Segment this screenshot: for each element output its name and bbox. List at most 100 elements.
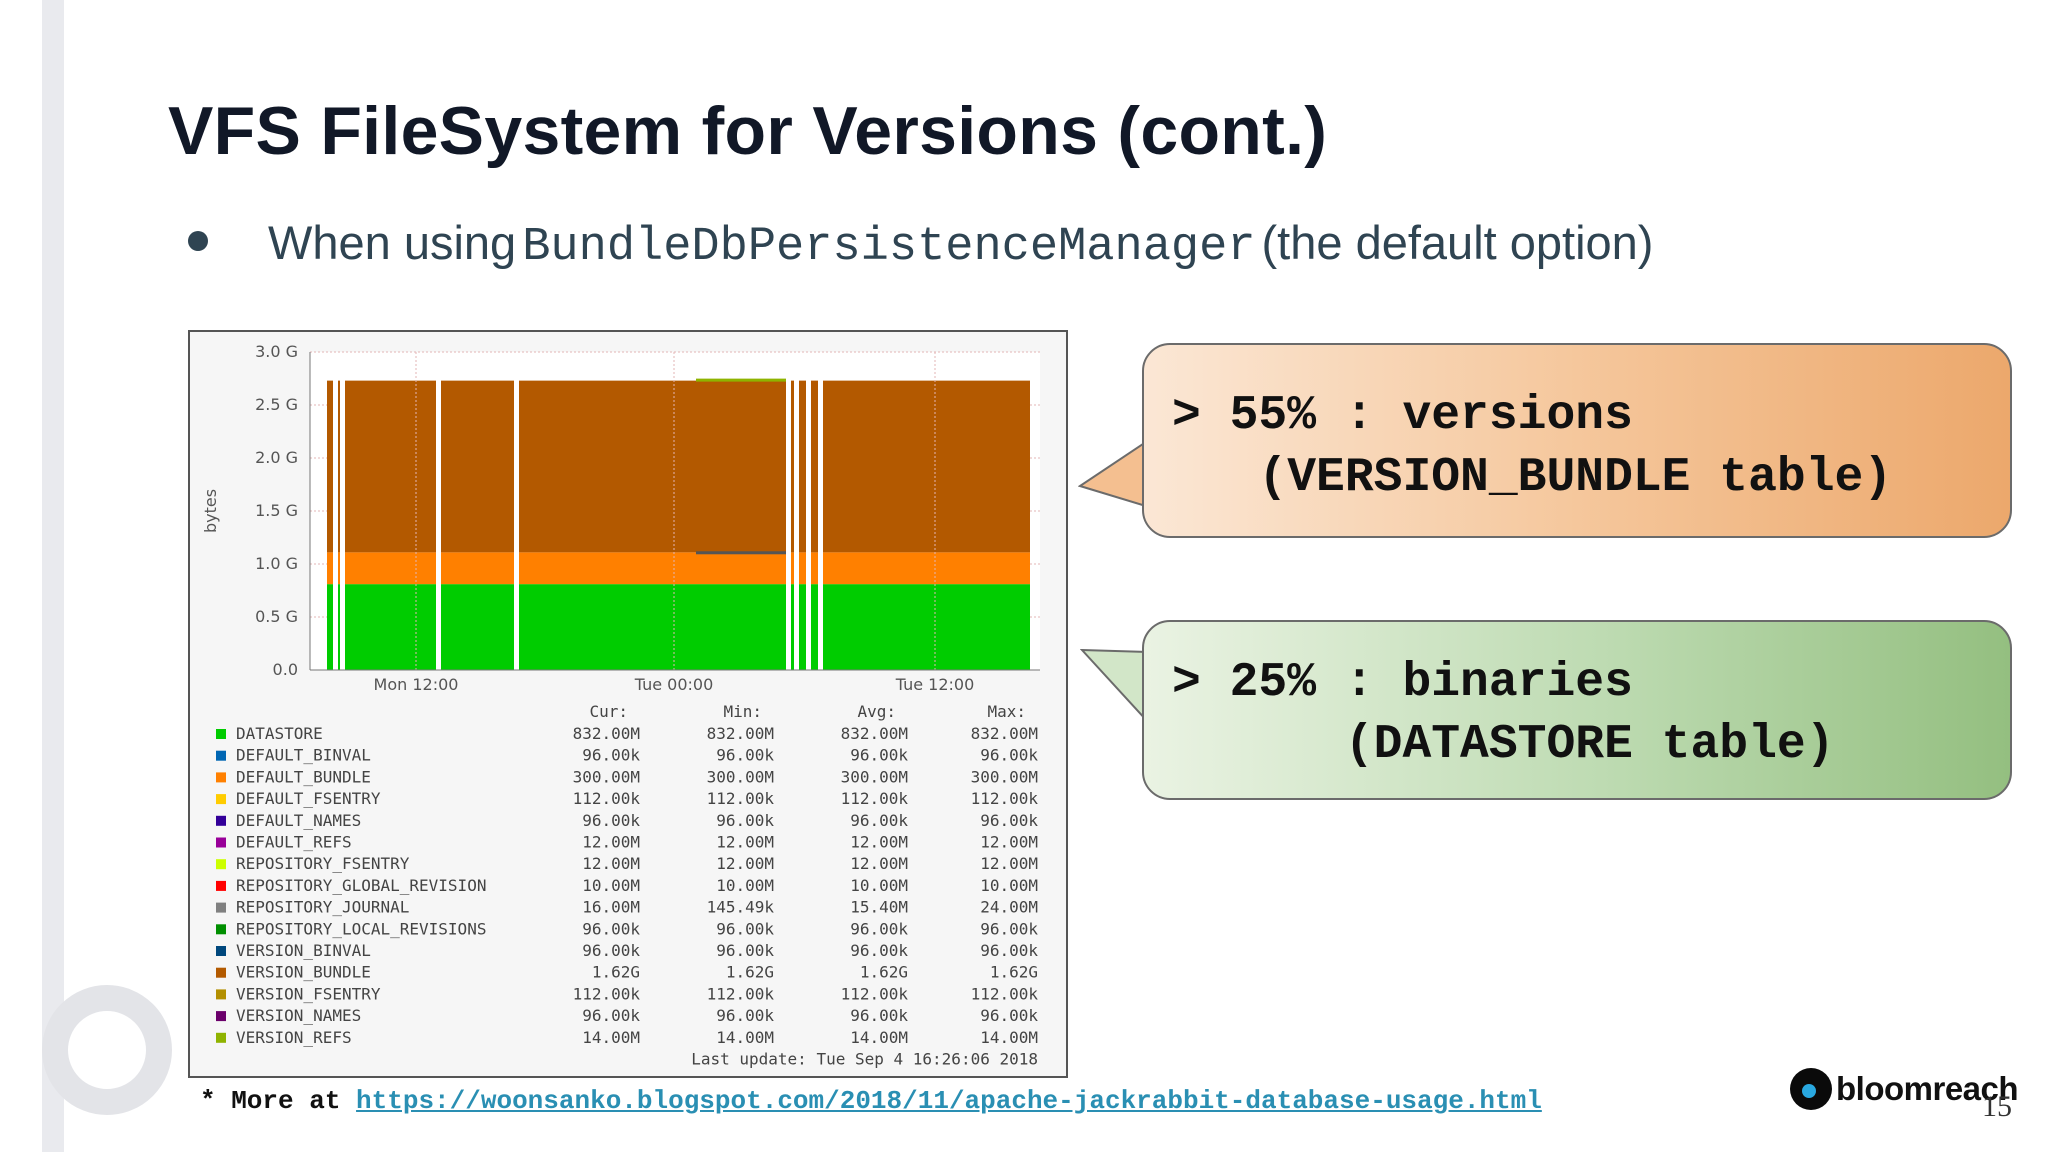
- legend-column-header: Max:: [987, 702, 1026, 721]
- area-series: [327, 380, 1030, 553]
- legend-swatch: [216, 924, 226, 935]
- legend-name: REPOSITORY_LOCAL_REVISIONS: [236, 919, 486, 938]
- legend-avg: 1.62G: [860, 963, 908, 982]
- legend-max: 300.00M: [971, 767, 1038, 786]
- legend-avg: 112.00k: [841, 789, 909, 808]
- legend-min: 96.00k: [716, 1006, 774, 1025]
- callout-tail-1: [1078, 440, 1148, 508]
- legend-min: 14.00M: [716, 1028, 774, 1047]
- legend-name: REPOSITORY_FSENTRY: [236, 854, 410, 873]
- legend-column-header: Cur:: [589, 702, 628, 721]
- legend-cur: 300.00M: [573, 767, 640, 786]
- logo-text: bloomreach: [1836, 1070, 2019, 1107]
- legend-max: 12.00M: [980, 854, 1038, 873]
- y-tick-label: 2.0 G: [255, 448, 298, 467]
- legend-swatch: [216, 794, 226, 805]
- bullet-suffix: (the default option): [1261, 216, 1654, 269]
- legend-max: 24.00M: [980, 898, 1038, 917]
- legend-name: REPOSITORY_JOURNAL: [236, 898, 409, 917]
- legend-column-header: Avg:: [857, 702, 896, 721]
- legend-cur: 14.00M: [582, 1028, 640, 1047]
- legend-min: 12.00M: [716, 854, 774, 873]
- legend-name: DEFAULT_REFS: [236, 833, 352, 852]
- footer-link[interactable]: https://woonsanko.blogspot.com/2018/11/a…: [356, 1086, 1542, 1116]
- legend-min: 145.49k: [707, 898, 775, 917]
- legend-cur: 12.00M: [582, 833, 640, 852]
- legend-cur: 10.00M: [582, 876, 640, 895]
- legend-max: 10.00M: [980, 876, 1038, 895]
- legend-swatch: [216, 729, 226, 739]
- x-tick-label: Mon 12:00: [374, 675, 459, 694]
- legend-avg: 12.00M: [850, 833, 908, 852]
- decorative-ring: [42, 985, 172, 1115]
- legend-swatch: [216, 772, 226, 783]
- legend-swatch: [216, 902, 226, 913]
- legend-cur: 1.62G: [592, 963, 640, 982]
- legend-name: VERSION_REFS: [236, 1028, 352, 1047]
- legend-min: 96.00k: [716, 811, 774, 830]
- page-number: 15: [1982, 1090, 2012, 1123]
- legend-avg: 96.00k: [850, 746, 908, 765]
- legend-cur: 96.00k: [582, 1006, 640, 1025]
- data-gap: [514, 362, 519, 670]
- legend-min: 96.00k: [716, 746, 774, 765]
- legend-min: 112.00k: [707, 984, 775, 1003]
- legend-cur: 96.00k: [582, 941, 640, 960]
- legend-avg: 96.00k: [850, 919, 908, 938]
- data-gap: [436, 362, 441, 670]
- legend-cur: 112.00k: [573, 984, 641, 1003]
- legend-cur: 96.00k: [582, 919, 640, 938]
- legend-name: DEFAULT_FSENTRY: [236, 789, 381, 808]
- bullet-prefix: When using: [268, 216, 517, 269]
- legend-min: 832.00M: [707, 724, 774, 743]
- legend-name: DEFAULT_BUNDLE: [236, 767, 371, 786]
- bullet-dot-icon: [188, 231, 208, 251]
- legend-max: 96.00k: [980, 1006, 1038, 1025]
- legend-name: VERSION_NAMES: [236, 1006, 361, 1025]
- data-gap: [340, 362, 345, 670]
- legend-swatch: [216, 815, 226, 826]
- legend-swatch: [216, 1011, 226, 1022]
- legend-cur: 832.00M: [573, 724, 640, 743]
- callout-binaries: > 25% : binaries (DATASTORE table): [1142, 620, 2012, 800]
- legend-avg: 300.00M: [841, 767, 908, 786]
- legend-max: 112.00k: [971, 789, 1039, 808]
- legend-max: 96.00k: [980, 941, 1038, 960]
- area-series-edge: [696, 551, 788, 555]
- callout-binaries-line2: (DATASTORE table): [1172, 718, 1835, 772]
- legend-max: 96.00k: [980, 746, 1038, 765]
- data-gap: [806, 362, 811, 670]
- legend-max: 112.00k: [971, 984, 1039, 1003]
- footer-note: * More at https://woonsanko.blogspot.com…: [200, 1086, 1542, 1116]
- legend-swatch: [216, 880, 226, 891]
- legend-avg: 12.00M: [850, 854, 908, 873]
- legend-max: 14.00M: [980, 1028, 1038, 1047]
- legend-max: 832.00M: [971, 724, 1038, 743]
- legend-name: DEFAULT_NAMES: [236, 811, 361, 830]
- slide-title: VFS FileSystem for Versions (cont.): [168, 93, 1328, 169]
- legend-max: 12.00M: [980, 833, 1038, 852]
- legend-name: DEFAULT_BINVAL: [236, 746, 371, 765]
- legend-swatch: [216, 859, 226, 870]
- bullet-item: When using BundleDbPersistenceManager (t…: [188, 215, 1653, 274]
- legend-cur: 12.00M: [582, 854, 640, 873]
- bloomreach-logo: bloomreach: [1790, 1068, 2019, 1110]
- legend-cur: 16.00M: [582, 898, 640, 917]
- legend-cur: 96.00k: [582, 811, 640, 830]
- x-tick-label: Tue 12:00: [895, 675, 975, 694]
- callout-binaries-line1: > 25% : binaries: [1172, 656, 1633, 710]
- legend-swatch: [216, 967, 226, 978]
- legend-avg: 10.00M: [850, 876, 908, 895]
- legend-min: 96.00k: [716, 919, 774, 938]
- y-tick-label: 0.5 G: [255, 607, 298, 626]
- y-tick-label: 1.5 G: [255, 501, 298, 520]
- x-tick-label: Tue 00:00: [634, 675, 714, 694]
- legend-min: 96.00k: [716, 941, 774, 960]
- y-tick-label: 2.5 G: [255, 395, 298, 414]
- legend-swatch: [216, 946, 226, 956]
- legend-avg: 15.40M: [850, 898, 908, 917]
- chart-svg: 0.00.5 G1.0 G1.5 G2.0 G2.5 G3.0 GbytesMo…: [201, 342, 1040, 1069]
- legend-column-header: Min:: [723, 702, 762, 721]
- left-accent-bar: [42, 0, 64, 1152]
- bloomreach-logo-icon: [1790, 1068, 1832, 1110]
